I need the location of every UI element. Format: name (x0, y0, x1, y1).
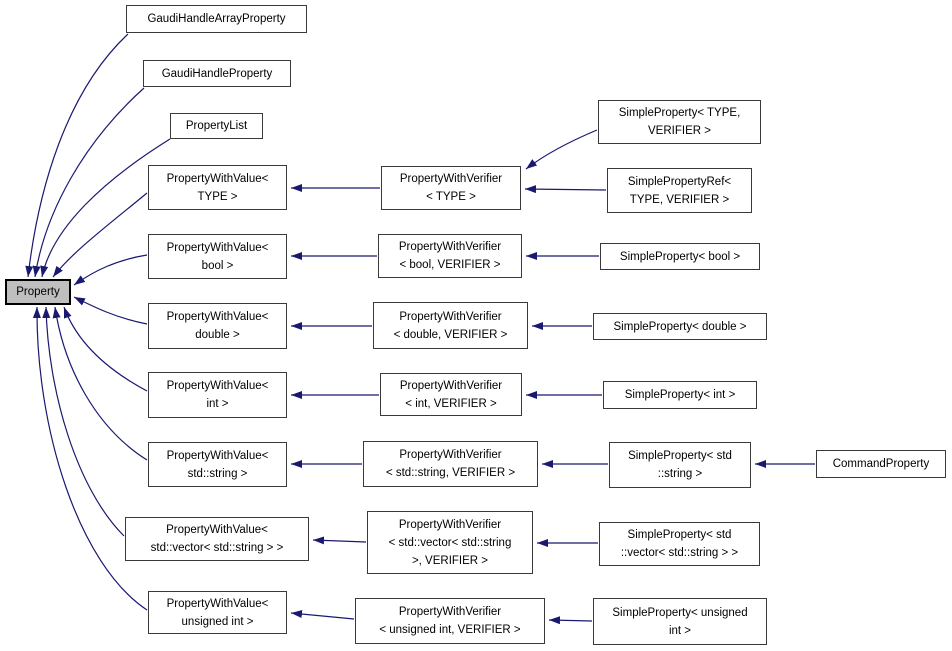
class-node-commandproperty[interactable]: CommandProperty (816, 450, 946, 478)
class-node-simpleproperty-unsigned[interactable]: SimpleProperty< unsigned int > (593, 598, 767, 645)
class-node-simpleproperty-type-verifier[interactable]: SimpleProperty< TYPE, VERIFIER > (598, 100, 761, 144)
edge-sp-unsigned-pwvf-unsigned (548, 616, 593, 625)
edge-pwvf-unsigned-pwv-unsigned (290, 610, 355, 620)
class-node-simpleproperty-string[interactable]: SimpleProperty< std ::string > (609, 442, 751, 488)
class-node-gaudihandleproperty[interactable]: GaudiHandleProperty (143, 60, 291, 87)
class-node-propertywithverifier-string[interactable]: PropertyWithVerifier < std::string, VERI… (363, 441, 538, 487)
class-node-simpleproperty-vector[interactable]: SimpleProperty< std ::vector< std::strin… (599, 522, 760, 566)
class-node-simplepropertyref[interactable]: SimplePropertyRef< TYPE, VERIFIER > (607, 168, 752, 213)
edge-pwvf-vector-pwv-vector (312, 536, 367, 545)
edge-pwv-vector-property (42, 306, 125, 537)
edge-pwv-string-property (52, 306, 148, 461)
class-node-propertywithvalue-bool[interactable]: PropertyWithValue< bool > (148, 234, 287, 279)
class-node-propertywithvalue-double[interactable]: PropertyWithValue< double > (148, 303, 287, 349)
edge-pwv-type-property (52, 192, 148, 278)
class-node-propertywithverifier-bool[interactable]: PropertyWithVerifier < bool, VERIFIER > (378, 234, 522, 278)
edge-propertylist-property (40, 138, 171, 278)
class-node-property[interactable]: Property (5, 279, 71, 305)
class-node-simpleproperty-bool[interactable]: SimpleProperty< bool > (600, 243, 760, 270)
class-node-simpleproperty-int[interactable]: SimpleProperty< int > (603, 381, 757, 409)
edge-pwv-double-property (73, 296, 148, 325)
class-node-propertywithvalue-type[interactable]: PropertyWithValue< TYPE > (148, 165, 287, 210)
class-node-propertywithverifier-vector[interactable]: PropertyWithVerifier < std::vector< std:… (367, 511, 533, 574)
class-node-simpleproperty-double[interactable]: SimpleProperty< double > (593, 313, 767, 340)
class-node-propertywithverifier-unsigned[interactable]: PropertyWithVerifier < unsigned int, VER… (355, 598, 545, 644)
class-node-propertywithvalue-unsigned[interactable]: PropertyWithValue< unsigned int > (148, 591, 287, 634)
edge-gaudihandlearrayproperty-property (25, 33, 129, 278)
edge-sp-ref-pwvf-type (524, 185, 607, 194)
edge-gaudihandleproperty-property (32, 87, 145, 278)
class-node-propertywithvalue-vector[interactable]: PropertyWithValue< std::vector< std::str… (125, 517, 309, 561)
class-node-propertywithvalue-string[interactable]: PropertyWithValue< std::string > (148, 442, 287, 487)
edge-pwv-int-property (63, 306, 148, 392)
class-node-propertywithverifier-double[interactable]: PropertyWithVerifier < double, VERIFIER … (373, 302, 528, 349)
edge-pwv-unsigned-property (32, 306, 148, 611)
class-node-propertywithvalue-int[interactable]: PropertyWithValue< int > (148, 372, 287, 418)
edge-pwv-bool-property (73, 254, 148, 286)
class-node-propertylist[interactable]: PropertyList (170, 113, 263, 139)
edge-sp-type-pwvf-type (525, 129, 598, 170)
class-node-propertywithverifier-type[interactable]: PropertyWithVerifier < TYPE > (381, 166, 521, 210)
class-node-gaudihandlearrayproperty[interactable]: GaudiHandleArrayProperty (126, 5, 307, 33)
class-node-propertywithverifier-int[interactable]: PropertyWithVerifier < int, VERIFIER > (380, 373, 522, 416)
